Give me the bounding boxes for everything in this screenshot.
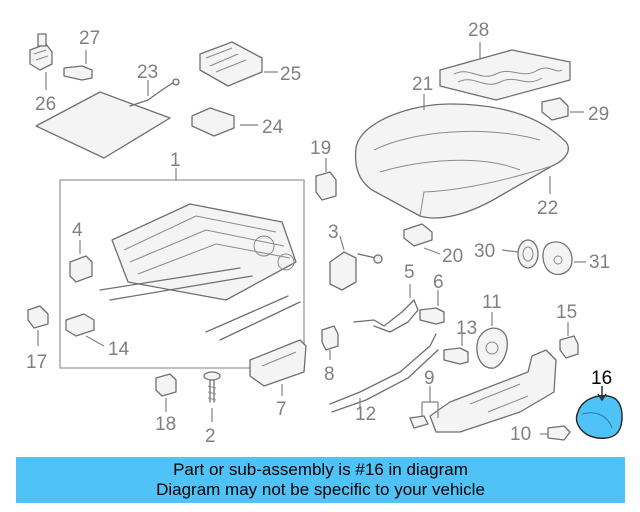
part-13-bolt (443, 334, 469, 365)
part-31-knob-cover (542, 241, 586, 275)
part-15-clip (559, 322, 579, 359)
callout-19: 19 (310, 138, 331, 159)
part-27-bolt (63, 50, 93, 81)
part-9-clips (409, 386, 439, 429)
part-28-heater-mat (439, 42, 571, 101)
callout-13: 13 (456, 318, 477, 339)
part-3-motor (329, 235, 383, 291)
callout-17: 17 (26, 352, 47, 373)
part-1-frame-assembly (59, 168, 305, 369)
side-shield (429, 349, 557, 433)
callout-1: 1 (170, 150, 181, 171)
callout-27: 27 (79, 28, 100, 49)
callout-10: 10 (510, 424, 531, 445)
part-8-clip (321, 325, 339, 360)
callout-29: 29 (588, 104, 609, 125)
part-6-bolt (419, 290, 445, 325)
part-30-knob (501, 239, 539, 269)
callout-25: 25 (280, 64, 301, 85)
callout-24: 24 (262, 117, 284, 138)
callout-5: 5 (404, 262, 415, 283)
part-17-clip (27, 305, 49, 346)
callout-2: 2 (205, 426, 216, 447)
part-16-cover-highlighted[interactable] (575, 386, 623, 439)
callout-4: 4 (72, 220, 83, 241)
callout-9: 9 (424, 368, 435, 389)
part-29-connector (541, 97, 584, 121)
callout-28: 28 (468, 20, 489, 41)
part-20-cover (403, 223, 441, 255)
callout-22: 22 (537, 198, 558, 219)
part-4-motor (69, 240, 93, 283)
part-18-clip (155, 373, 177, 412)
part-11-bracket (476, 312, 508, 369)
callout-3: 3 (328, 222, 339, 243)
callout-18: 18 (155, 414, 176, 435)
part-5-bracket (353, 284, 419, 333)
callout-26: 26 (35, 94, 56, 115)
callout-6: 6 (433, 272, 444, 293)
parts-diagram: 26 27 23 25 24 28 29 (26, 20, 623, 447)
callout-14: 14 (108, 339, 130, 360)
notice-line-1: Part or sub-assembly is #16 in diagram (173, 460, 468, 479)
part-26-bracket (29, 33, 53, 90)
notice-banner: Part or sub-assembly is #16 in diagram D… (16, 457, 625, 503)
notice-line-2: Diagram may not be specific to your vehi… (156, 480, 485, 499)
part-21-seat-cushion (354, 94, 569, 219)
callout-11: 11 (482, 292, 502, 313)
callout-16: 16 (591, 368, 612, 389)
part-25-module (199, 41, 278, 87)
part-24-switch (191, 107, 258, 137)
part-14-cap (65, 313, 105, 347)
callout-30: 30 (474, 241, 495, 262)
callout-31: 31 (589, 252, 610, 273)
callout-21: 21 (412, 74, 433, 95)
callout-15: 15 (556, 302, 577, 323)
part-19-clip (315, 158, 337, 201)
seat-pad (35, 91, 171, 159)
callout-8: 8 (324, 364, 335, 385)
callout-7: 7 (276, 399, 287, 420)
part-2-bolt (203, 371, 221, 422)
part-23-cable (129, 78, 180, 107)
callout-12: 12 (355, 404, 376, 425)
callout-20: 20 (442, 246, 463, 267)
callout-23: 23 (137, 62, 158, 83)
part-10-clip (540, 425, 571, 441)
part-12-cable (329, 333, 439, 413)
part-7-trim (249, 339, 307, 396)
